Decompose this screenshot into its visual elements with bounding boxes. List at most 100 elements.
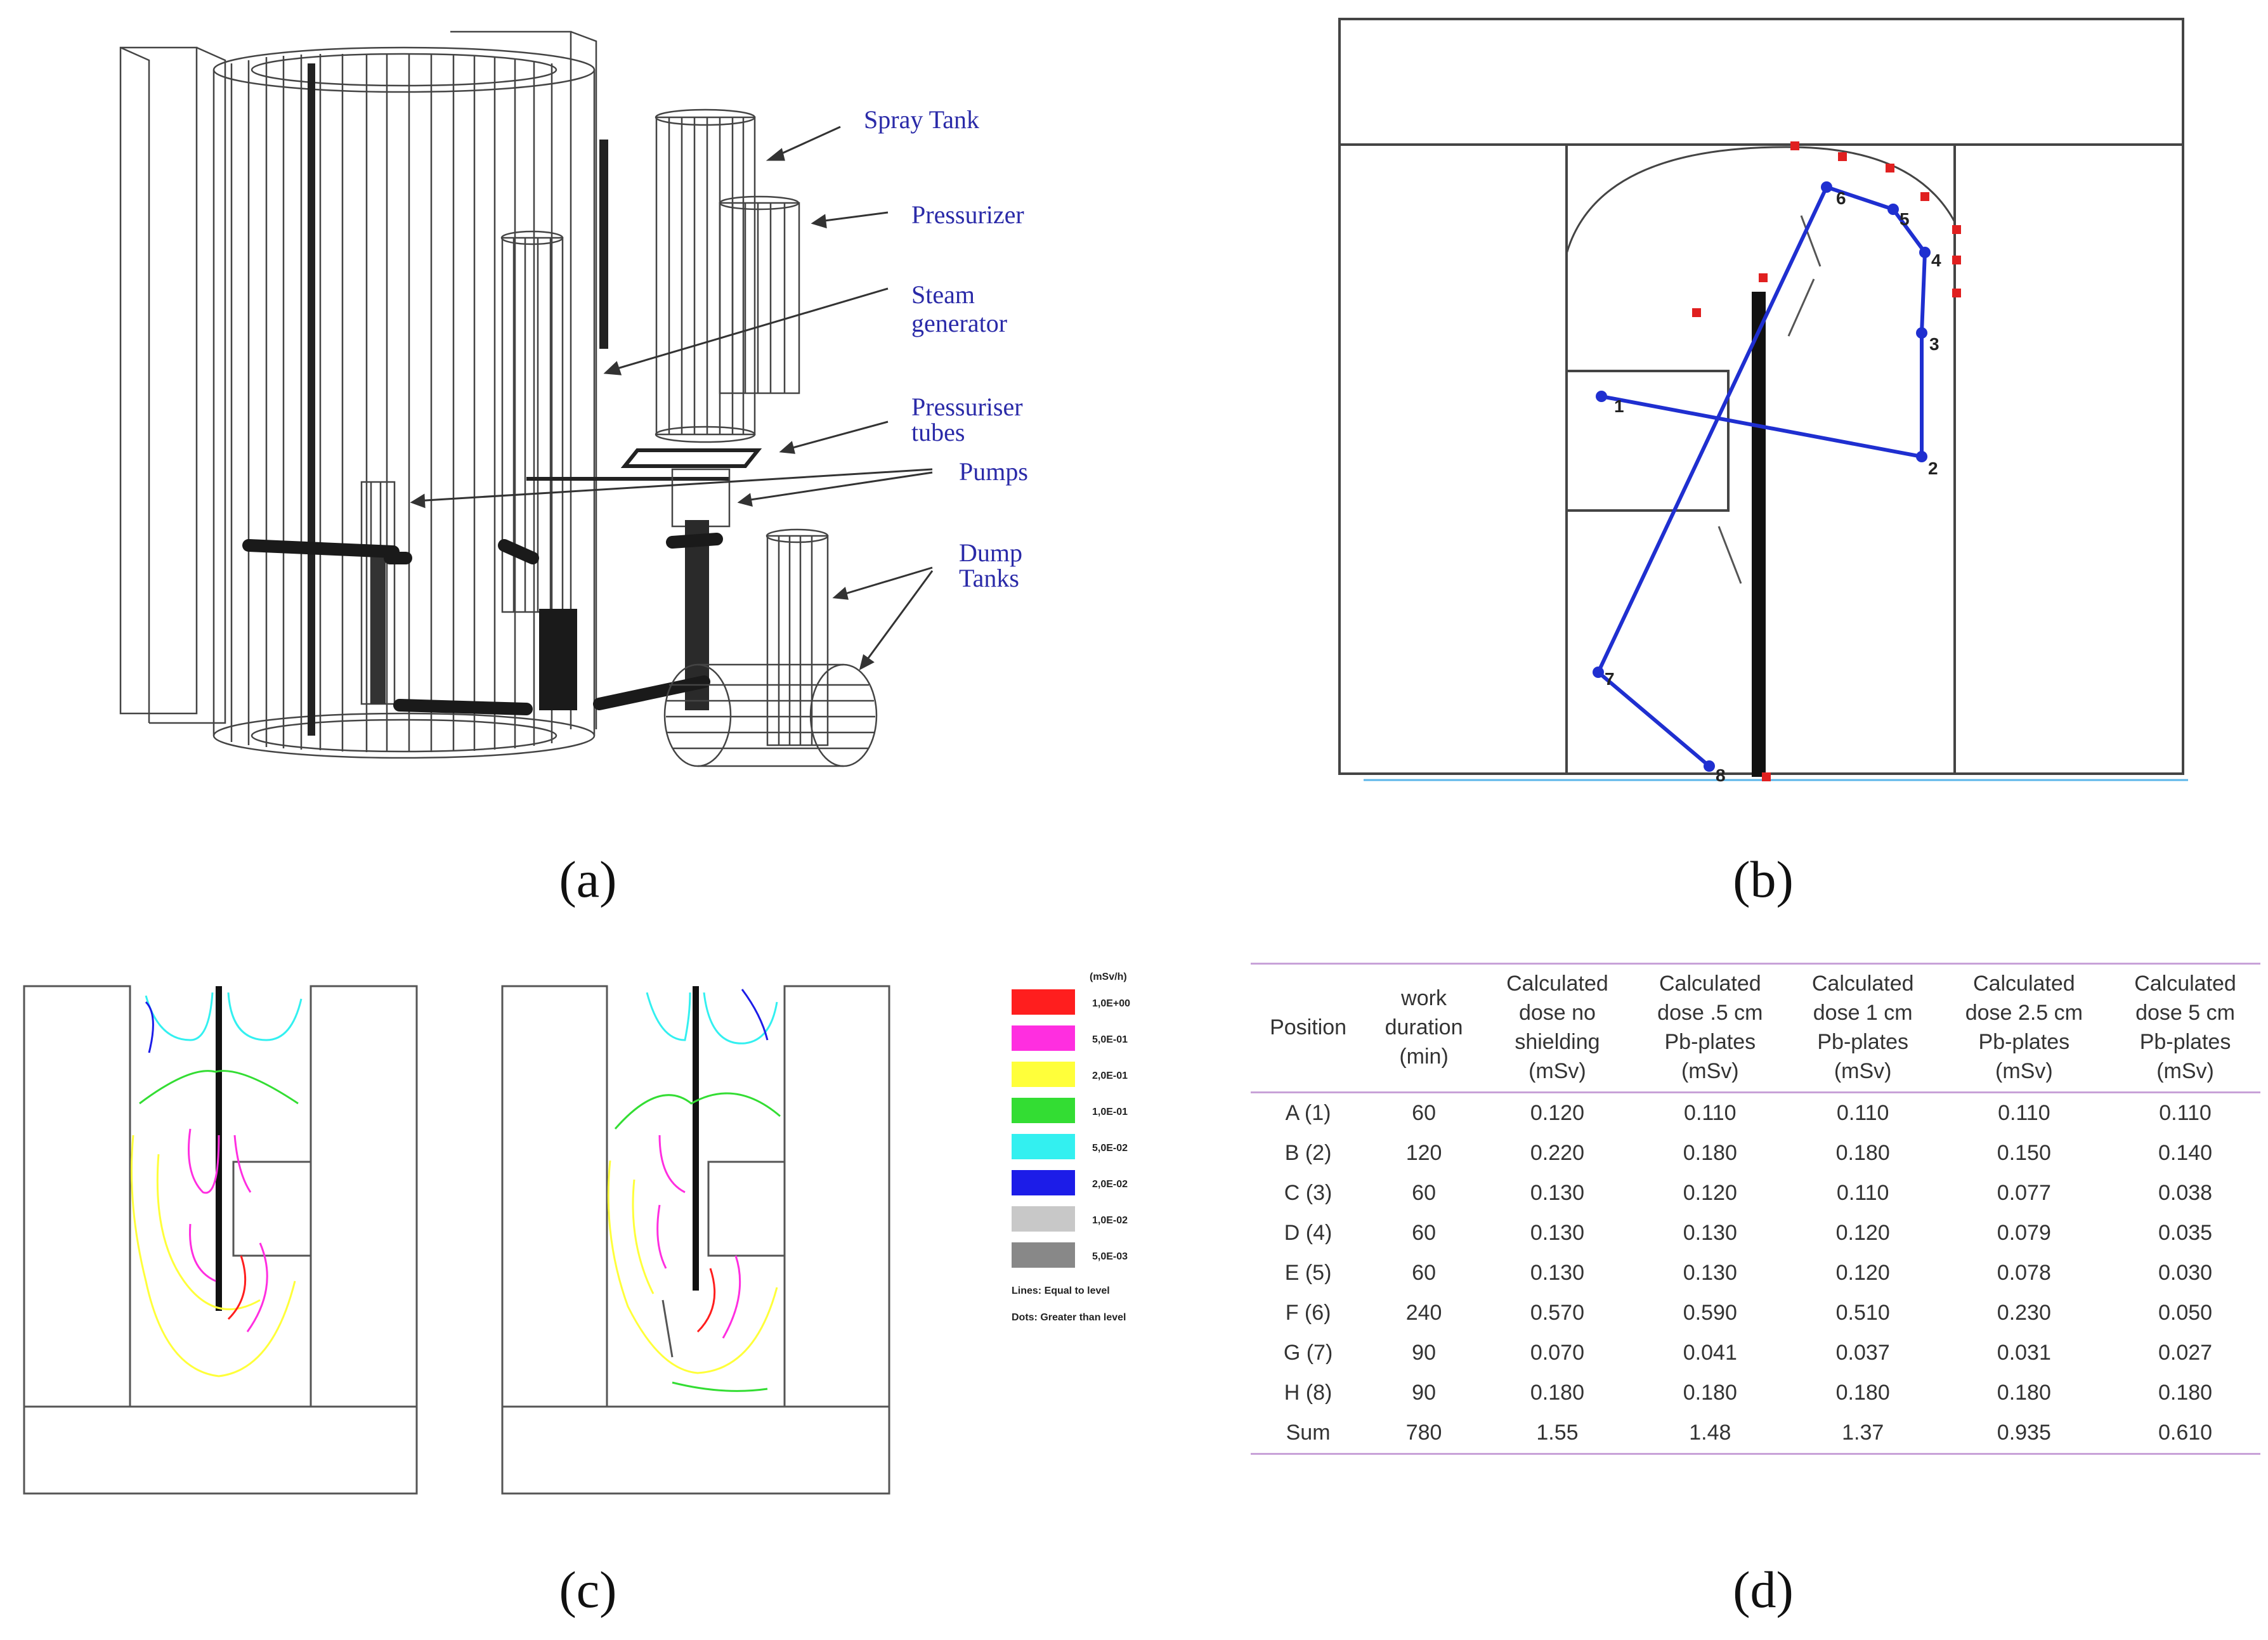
path-point-8 bbox=[1704, 760, 1715, 772]
path-point-label-8: 8 bbox=[1716, 765, 1726, 785]
path-point-5 bbox=[1887, 204, 1899, 215]
column-header-line: Calculated bbox=[1659, 972, 1761, 996]
label-steam-generator-line1: Steam bbox=[911, 280, 975, 309]
legend-swatch-7 bbox=[1012, 1206, 1075, 1232]
table-cell: 0.180 bbox=[1683, 1140, 1737, 1165]
table-cell: 0.510 bbox=[1835, 1300, 1890, 1325]
table-cell: 0.180 bbox=[1835, 1380, 1890, 1405]
table-cell: 0.180 bbox=[1835, 1140, 1890, 1165]
path-point-label-2: 2 bbox=[1928, 459, 1938, 478]
table-cell: 0.150 bbox=[1997, 1140, 2051, 1165]
legend-swatch-3 bbox=[1012, 1062, 1075, 1087]
table-cell: 0.037 bbox=[1835, 1340, 1890, 1365]
table-cell: 0.935 bbox=[1938, 1412, 2111, 1455]
dose-marker-8 bbox=[1759, 273, 1768, 282]
table-cell: 0.570 bbox=[1530, 1300, 1584, 1325]
table-cell: 0.110 bbox=[1684, 1100, 1737, 1125]
table-cell: 0.110 bbox=[1998, 1100, 2050, 1125]
table-cell: 0.130 bbox=[1530, 1260, 1584, 1285]
column-header-line: work bbox=[1401, 986, 1447, 1010]
legend-unit: (mSv/h) bbox=[1090, 972, 1127, 982]
label-pressuriser-tubes-line2: tubes bbox=[911, 418, 965, 446]
legend-note-lines: Lines: Equal to level bbox=[1012, 1285, 1110, 1296]
legend-level-label-5: 5,0E-02 bbox=[1092, 1143, 1128, 1154]
path-point-4 bbox=[1919, 247, 1931, 258]
table-cell: 1.48 bbox=[1632, 1412, 1788, 1455]
label-dump-tanks-line2: Tanks bbox=[959, 564, 1019, 592]
path-point-label-5: 5 bbox=[1900, 209, 1910, 229]
column-header-line: Calculated bbox=[1973, 972, 2075, 996]
legend-level-label-2: 5,0E-01 bbox=[1092, 1034, 1128, 1045]
legend-level-label-7: 1,0E-02 bbox=[1092, 1215, 1128, 1226]
caption-d: (d) bbox=[1733, 1561, 1794, 1618]
table-cell: 0.130 bbox=[1683, 1220, 1737, 1245]
legend-swatch-1 bbox=[1012, 989, 1075, 1015]
dose-marker-6 bbox=[1952, 256, 1961, 264]
label-dump-tanks-line1: Dump bbox=[959, 538, 1022, 567]
legend-swatch-8 bbox=[1012, 1242, 1075, 1268]
table-cell: 0.120 bbox=[1835, 1260, 1890, 1285]
column-header-line: Position bbox=[1270, 1015, 1347, 1039]
table-cell: 60 bbox=[1412, 1260, 1436, 1285]
table-cell: Sum bbox=[1251, 1412, 1366, 1455]
table-cell: 0.220 bbox=[1530, 1140, 1584, 1165]
table-cell: 0.110 bbox=[2159, 1100, 2212, 1125]
table-cell: 0.180 bbox=[1683, 1380, 1737, 1405]
column-header-line: Pb-plates bbox=[1664, 1029, 1756, 1054]
table-cell: 60 bbox=[1412, 1100, 1436, 1125]
table-cell: 0.038 bbox=[2158, 1180, 2213, 1205]
dose-marker-9 bbox=[1692, 308, 1701, 317]
table-cell: 0.031 bbox=[1997, 1340, 2051, 1365]
column-header-line: (mSv) bbox=[2156, 1058, 2214, 1083]
table-cell: A (1) bbox=[1285, 1100, 1331, 1125]
table-cell: 0.030 bbox=[2158, 1260, 2213, 1285]
table-cell: 60 bbox=[1412, 1220, 1436, 1245]
dose-marker-7 bbox=[1952, 289, 1961, 297]
table-cell: 0.180 bbox=[1530, 1380, 1584, 1405]
column-header-line: (mSv) bbox=[1834, 1058, 1892, 1083]
table-cell: 1.55 bbox=[1482, 1412, 1633, 1455]
label-pressurizer: Pressurizer bbox=[911, 200, 1024, 229]
column-header-1: Position bbox=[1251, 963, 1366, 1093]
table-cell: 0.180 bbox=[2158, 1380, 2213, 1405]
table-cell: 780 bbox=[1365, 1412, 1482, 1455]
path-point-label-7: 7 bbox=[1605, 669, 1615, 689]
dose-marker-4 bbox=[1920, 192, 1929, 201]
legend-level-label-4: 1,0E-01 bbox=[1092, 1107, 1128, 1117]
table-cell: 0.610 bbox=[2110, 1412, 2260, 1455]
table-cell: 60 bbox=[1412, 1180, 1436, 1205]
path-point-label-6: 6 bbox=[1836, 188, 1846, 208]
caption-c: (c) bbox=[559, 1561, 617, 1618]
column-header-line: Calculated bbox=[1811, 972, 1914, 996]
column-header-line: (mSv) bbox=[1995, 1058, 2053, 1083]
column-header-line: (mSv) bbox=[1528, 1058, 1586, 1083]
table-cell: 120 bbox=[1405, 1140, 1442, 1165]
column-header-line: (mSv) bbox=[1681, 1058, 1739, 1083]
column-header-line: dose no bbox=[1518, 1000, 1596, 1025]
label-pumps: Pumps bbox=[959, 457, 1028, 486]
label-spray-tank: Spray Tank bbox=[864, 105, 979, 134]
table-cell: 1.37 bbox=[1787, 1412, 1938, 1455]
table-cell: 90 bbox=[1412, 1380, 1436, 1405]
column-header-line: dose 5 cm bbox=[2135, 1000, 2235, 1025]
dose-marker-1 bbox=[1790, 141, 1799, 150]
legend-level-label-6: 2,0E-02 bbox=[1092, 1179, 1128, 1190]
path-point-label-1: 1 bbox=[1614, 396, 1624, 416]
table-cell: 0.110 bbox=[1836, 1180, 1889, 1205]
path-point-1 bbox=[1596, 391, 1607, 402]
path-point-2 bbox=[1916, 451, 1927, 462]
legend-swatch-5 bbox=[1012, 1134, 1075, 1159]
table-cell: 0.078 bbox=[1997, 1260, 2051, 1285]
